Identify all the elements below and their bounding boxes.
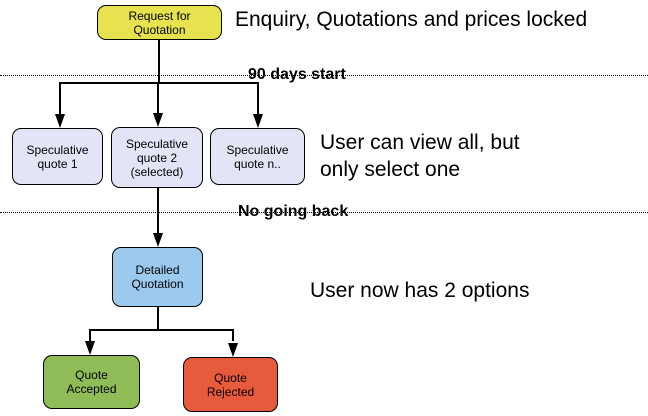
connector-line [158, 40, 160, 82]
connector-line [89, 329, 91, 341]
connector-line [232, 329, 234, 341]
node-quote-accepted: Quote Accepted [43, 355, 140, 409]
node-label: Speculative quote n.. [226, 142, 289, 171]
arrowhead-down-icon [152, 233, 163, 247]
node-label: Quote Accepted [66, 368, 117, 396]
arrowhead-down-icon [54, 114, 65, 128]
connector-line [157, 188, 159, 233]
connector-line [59, 82, 61, 115]
annotation-two-options: User now has 2 options [310, 279, 530, 302]
node-label: Speculative quote 2 (selected) [125, 136, 189, 179]
node-label: Request for Quotation [128, 8, 191, 37]
connector-line [59, 82, 258, 84]
phase-divider-line-2 [0, 212, 648, 213]
connector-line [157, 307, 159, 329]
annotation-view-all: User can view all, but only select one [320, 131, 520, 181]
node-speculative-quote-1: Speculative quote 1 [12, 128, 103, 185]
node-request-for-quotation: Request for Quotation [97, 5, 222, 40]
arrowhead-down-icon [227, 343, 238, 357]
arrowhead-down-icon [84, 341, 95, 355]
annotation-enquiry: Enquiry, Quotations and prices locked [235, 8, 588, 31]
node-label: Detailed Quotation [131, 263, 184, 291]
phase-label-no-going-back: No going back [238, 203, 349, 220]
connector-line [157, 82, 159, 115]
node-speculative-quote-2: Speculative quote 2 (selected) [111, 127, 203, 188]
phase-divider-line-1 [0, 75, 648, 76]
node-quote-rejected: Quote Rejected [183, 357, 278, 412]
connector-line [257, 82, 259, 115]
node-speculative-quote-n: Speculative quote n.. [210, 128, 305, 185]
node-label: Quote Rejected [206, 370, 255, 399]
arrowhead-down-icon [152, 113, 163, 127]
phase-label-90-days: 90 days start [248, 66, 346, 83]
node-label: Speculative quote 1 [26, 142, 89, 171]
node-detailed-quotation: Detailed Quotation [112, 247, 203, 307]
arrowhead-down-icon [252, 114, 263, 128]
connector-line [89, 329, 233, 331]
